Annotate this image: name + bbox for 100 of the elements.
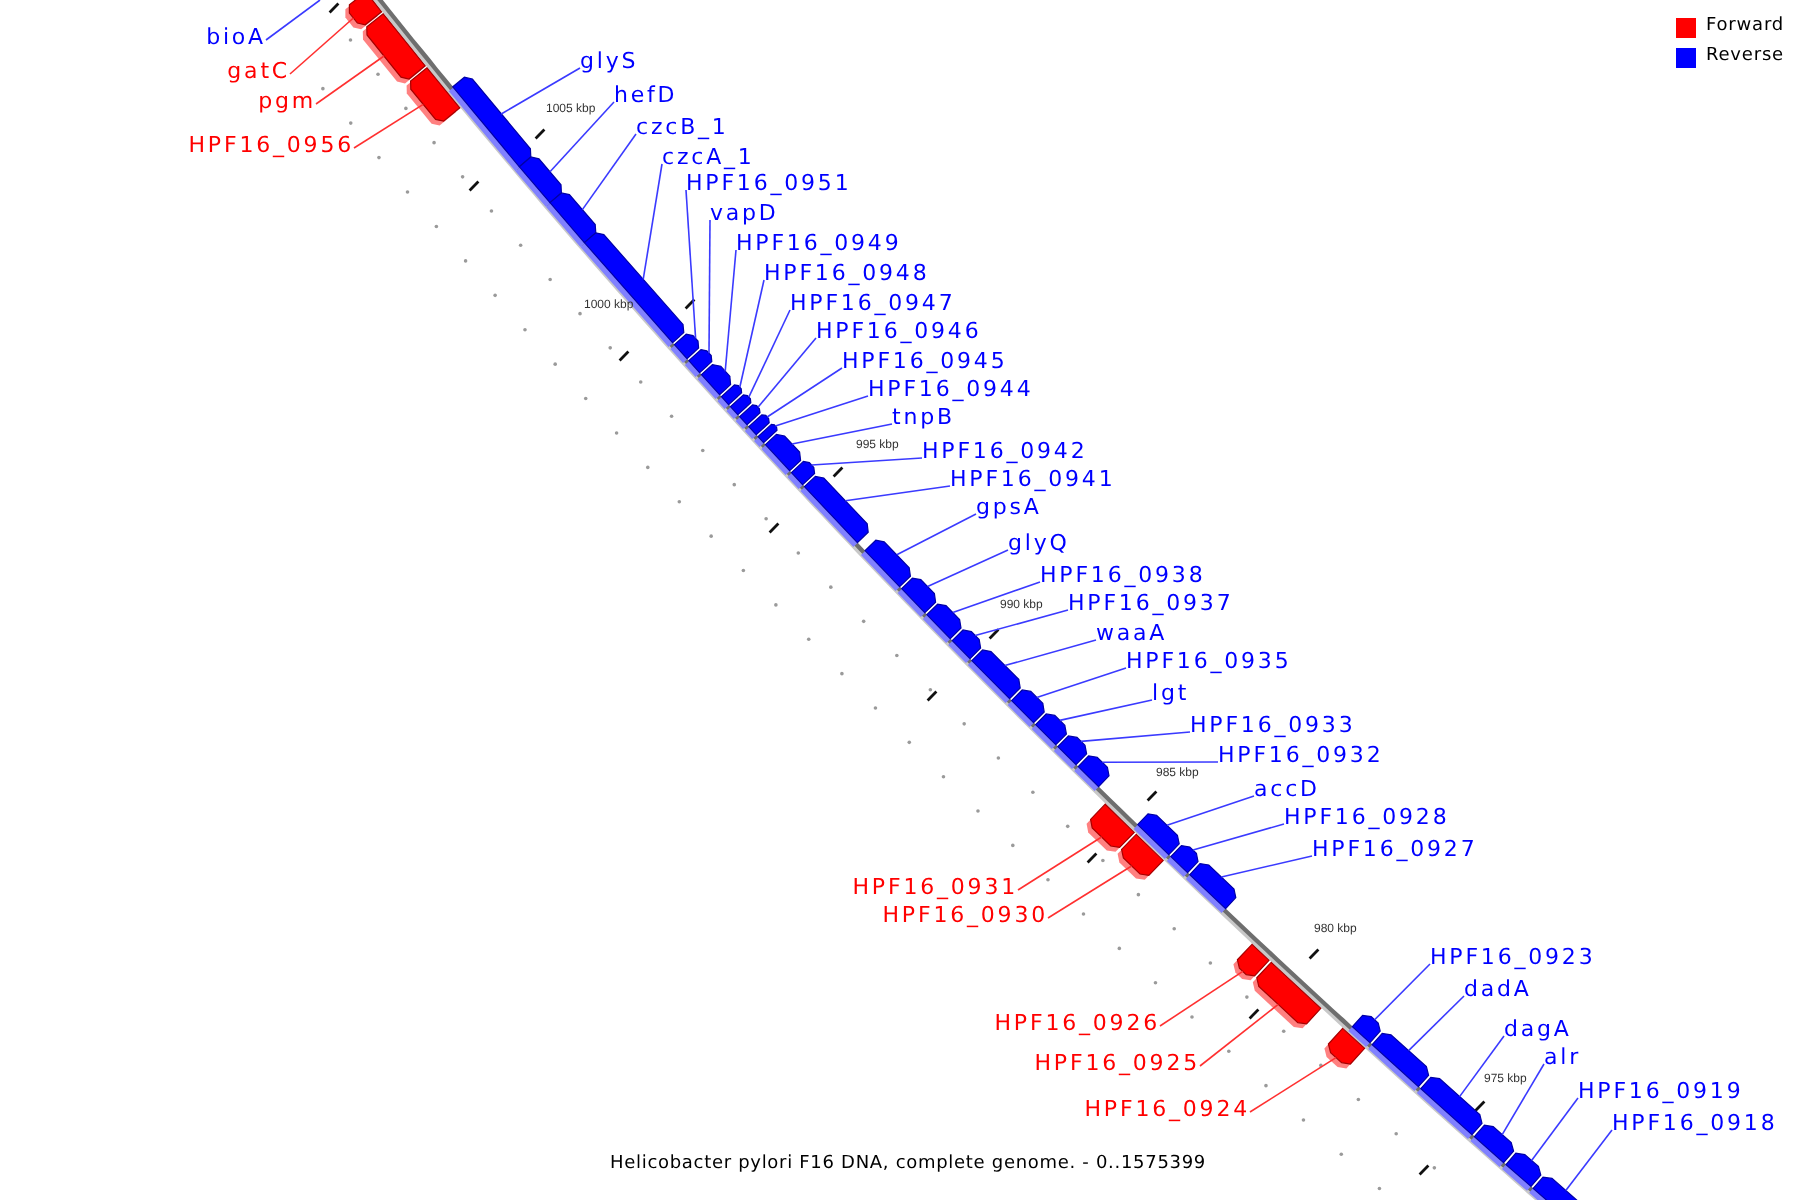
gene-label: HPF16_0947 xyxy=(790,289,956,315)
leader-line xyxy=(1036,667,1127,699)
gene-bar xyxy=(861,539,912,591)
gene-label: HPF16_0948 xyxy=(764,259,930,285)
gene-bar xyxy=(406,66,461,126)
leader-line xyxy=(1059,699,1153,722)
leader-line xyxy=(896,513,977,556)
gene-label: pgm xyxy=(258,87,316,113)
leader-line xyxy=(1047,865,1133,919)
gene-bar xyxy=(1117,833,1165,880)
leader-line xyxy=(1166,795,1255,826)
leader-line xyxy=(1017,836,1103,891)
gene-bar xyxy=(362,12,427,84)
gene-label: HPF16_0918 xyxy=(1612,1109,1778,1135)
gene-label: HPF16_0956 xyxy=(188,131,354,157)
gene-label: HPF16_0926 xyxy=(994,1009,1160,1035)
leader-line xyxy=(1501,1063,1545,1136)
gene-bar xyxy=(1252,961,1322,1029)
leader-line xyxy=(766,367,843,418)
gene-label: HPF16_0931 xyxy=(852,873,1018,899)
leader-line xyxy=(724,249,737,372)
gene-label: HPF16_0946 xyxy=(816,317,982,343)
gene-label: HPF16_0944 xyxy=(868,375,1034,401)
leader-line xyxy=(549,101,615,173)
leader-line xyxy=(1565,1129,1613,1192)
gene-label: dadA xyxy=(1464,975,1532,1001)
gene-label: czcA_1 xyxy=(662,143,755,169)
gene-label: HPF16_0919 xyxy=(1578,1077,1744,1103)
gene-label: HPF16_0927 xyxy=(1312,835,1478,861)
gene-label: dagA xyxy=(1504,1015,1572,1041)
leader-line xyxy=(1249,1056,1337,1113)
gene-bar xyxy=(897,577,937,617)
gene-label: bioA xyxy=(206,23,266,49)
gene-label: HPF16_0942 xyxy=(922,437,1088,463)
leader-line xyxy=(581,133,637,211)
leader-line xyxy=(748,309,791,398)
leader-line xyxy=(1159,970,1244,1027)
caption: Helicobacter pylori F16 DNA, complete genome. - 0..1575399 xyxy=(609,1152,1207,1176)
gene-label: gpsA xyxy=(976,493,1042,519)
gene-label: HPF16_0923 xyxy=(1430,943,1596,969)
gene-bar xyxy=(1031,713,1068,749)
gene-bar xyxy=(448,76,532,172)
gene-bar xyxy=(967,649,1021,703)
gene-bar xyxy=(1074,755,1110,791)
gene-label: glyQ xyxy=(1008,529,1070,555)
leader-line xyxy=(1220,855,1313,878)
gene-label: tnpB xyxy=(892,403,955,429)
gene-label: HPF16_0949 xyxy=(736,229,902,255)
leader-line xyxy=(642,163,663,281)
gene-bar xyxy=(1053,735,1088,769)
gene-bar xyxy=(1416,1076,1483,1139)
gene-bar xyxy=(1368,1032,1430,1091)
gene-label: HPF16_0951 xyxy=(686,169,852,195)
leader-line xyxy=(791,423,893,445)
leader-line xyxy=(1101,761,1219,763)
leader-line xyxy=(926,549,1009,588)
gene-label: waaA xyxy=(1096,619,1168,645)
gene-bar xyxy=(1529,1176,1583,1200)
leader-line xyxy=(353,103,424,149)
gene-label: alr xyxy=(1544,1043,1582,1069)
gene-bar xyxy=(546,192,597,247)
leader-line xyxy=(1080,731,1191,743)
leader-line xyxy=(952,581,1041,614)
leader-line xyxy=(265,0,321,41)
leader-line xyxy=(1530,1097,1579,1162)
gene-label: HPF16_0938 xyxy=(1040,561,1206,587)
leader-line xyxy=(1458,1035,1505,1098)
leader-line xyxy=(289,17,355,75)
leader-line xyxy=(1199,1003,1279,1067)
gene-bar xyxy=(800,475,869,547)
legend-label: Forward xyxy=(1706,16,1784,38)
leader-line xyxy=(1004,639,1097,667)
gene-label: HPF16_0945 xyxy=(842,347,1008,373)
leader-line xyxy=(844,485,951,502)
gene-label: vapD xyxy=(710,199,779,225)
gene-label: glyS xyxy=(580,47,639,73)
gene-bar xyxy=(1470,1124,1515,1167)
gene-label: accD xyxy=(1254,775,1320,801)
leader-line xyxy=(1373,963,1431,1021)
gene-label: HPF16_0932 xyxy=(1218,741,1384,767)
legend-label: Reverse xyxy=(1706,46,1784,68)
gene-label: HPF16_0933 xyxy=(1190,711,1356,737)
leader-line xyxy=(708,219,711,354)
leader-line xyxy=(685,189,697,339)
leader-line xyxy=(1192,823,1285,851)
leader-line xyxy=(1407,995,1465,1052)
leader-line xyxy=(810,457,923,466)
gene-label: HPF16_0925 xyxy=(1034,1049,1200,1075)
gene-label: HPF16_0935 xyxy=(1126,647,1292,673)
leader-line xyxy=(739,279,765,388)
gene-bar xyxy=(1086,803,1136,852)
gene-label: HPF16_0937 xyxy=(1068,589,1234,615)
leader-line xyxy=(757,337,817,408)
gene-bar xyxy=(1502,1152,1542,1191)
gene-label: HPF16_0941 xyxy=(950,465,1116,491)
leader-line xyxy=(315,55,385,105)
leader-line xyxy=(774,395,869,427)
gene-label: lgt xyxy=(1152,679,1190,705)
gene-label: HPF16_0924 xyxy=(1084,1095,1250,1121)
gene-bar xyxy=(580,232,685,347)
